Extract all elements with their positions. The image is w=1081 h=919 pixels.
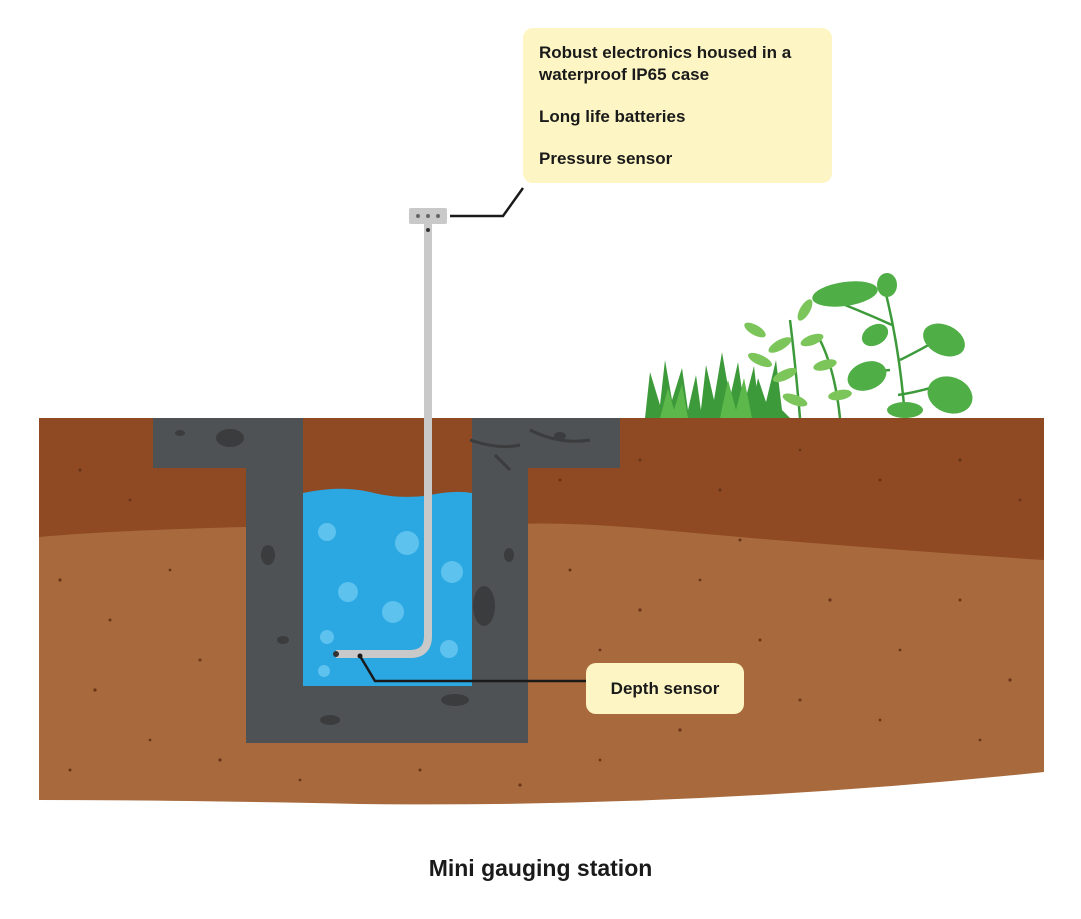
water-bubbles [318,523,463,677]
pressure-sensor-callout-line: Pressure sensor [539,149,673,168]
concrete-texture [175,429,566,725]
electronics-leader-line [450,187,525,218]
depth-sensor-label: Depth sensor [610,678,720,698]
plants [645,273,973,419]
diagram-caption: Mini gauging station [428,855,653,881]
depth-sensor-callout: Depth sensor [586,663,744,714]
soil-speckles [58,448,1022,787]
electronics-callout-line: Robust electronics housed in a waterproo… [539,43,792,84]
depth-sensor-tip [333,651,339,657]
batteries-callout-line: Long life batteries [539,107,686,126]
electronics-callout: Robust electronics housed in a waterproo… [523,28,832,183]
sensor-pipe [336,224,432,658]
depth-sensor-leader-line [358,655,586,683]
concrete-chamber [153,418,620,743]
